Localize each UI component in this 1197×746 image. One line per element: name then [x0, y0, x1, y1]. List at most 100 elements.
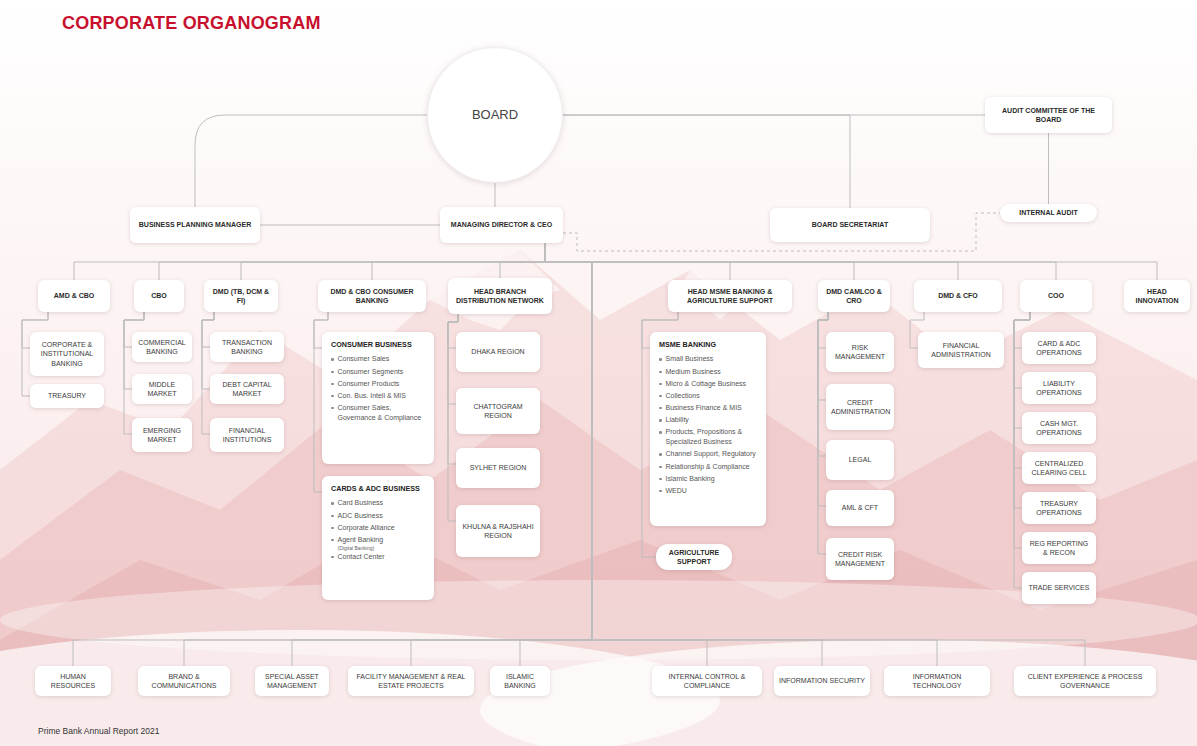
box-label: INFORMATION TECHNOLOGY: [889, 672, 985, 690]
list-item: Medium Business: [666, 367, 721, 377]
bullet-dot: [331, 371, 334, 374]
org-box: FINANCIAL ADMINISTRATION: [918, 332, 1004, 368]
list-row: Consumer Sales: [331, 354, 425, 364]
list-row: ADC Business: [331, 511, 425, 521]
org-box: COMMERCIAL BANKING: [132, 332, 192, 362]
org-box: INFORMATION SECURITY: [774, 666, 870, 696]
org-box: CREDIT RISK MANAGEMENT: [826, 538, 894, 580]
org-box: LIABILITY OPERATIONS: [1022, 372, 1096, 404]
list-heading: CONSUMER BUSINESS: [331, 340, 425, 349]
org-box: SPECIAL ASSET MANAGEMENT: [255, 666, 329, 696]
box-label: MANAGING DIRECTOR & CEO: [445, 220, 558, 229]
box-label: SYLHET REGION: [461, 463, 535, 472]
list-item: WEDU: [666, 486, 687, 496]
connector-line: [159, 243, 545, 280]
list-row: Products, Propositions & Specialized Bus…: [659, 427, 757, 447]
connector-line: [292, 243, 592, 666]
bullet-dot: [331, 515, 334, 518]
list-row: Collections: [659, 391, 757, 401]
list-item: Micro & Cottage Business: [666, 379, 747, 389]
connector-line: [563, 115, 850, 208]
chart-title: CORPORATE ORGANOGRAM: [62, 13, 321, 34]
bullet-dot: [659, 395, 662, 398]
org-box: FINANCIAL INSTITUTIONS: [210, 418, 284, 452]
list-row: Corporate Alliance: [331, 523, 425, 533]
list-item: Business Finance & MIS: [666, 403, 742, 413]
connector-line: [563, 115, 985, 116]
box-label: CHATTOGRAM REGION: [461, 402, 535, 420]
org-box: INTERNAL CONTROL & COMPLIANCE: [652, 666, 762, 696]
head-box: HEAD BRANCH DISTRIBUTION NETWORK: [448, 278, 552, 314]
bullet-dot: [331, 556, 334, 559]
org-box: BOARD SECRETARIAT: [770, 208, 930, 242]
bullet-dot: [659, 407, 662, 410]
report-caption: Prime Bank Annual Report 2021: [38, 726, 159, 736]
list-row: Contact Center: [331, 552, 425, 562]
circle-shape: [428, 48, 563, 183]
connector-line: [1048, 133, 1049, 204]
org-box: CLIENT EXPERIENCE & PROCESS GOVERNANCE: [1014, 666, 1156, 696]
org-box: TRADE SERVICES: [1022, 572, 1096, 604]
org-box: DHAKA REGION: [456, 332, 540, 372]
bullet-dot: [659, 466, 662, 469]
box-label: BRAND & COMMUNICATIONS: [143, 672, 225, 690]
box-label: CLIENT EXPERIENCE & PROCESS GOVERNANCE: [1019, 672, 1151, 690]
box-label: CARD & ADC OPERATIONS: [1027, 339, 1091, 357]
box-label: LEGAL: [831, 455, 889, 464]
head-box: HEAD INNOVATION: [1124, 280, 1190, 312]
org-box: KHULNA & RAJSHAHI REGION: [456, 505, 540, 557]
connector-line: [545, 243, 822, 666]
org-box: INFORMATION TECHNOLOGY: [884, 666, 990, 696]
bullet-dot: [659, 371, 662, 374]
box-label: ISLAMIC BANKING: [495, 672, 545, 690]
box-label: AGRICULTURE SUPPORT: [661, 548, 727, 566]
head-box: DMD CAMLCO & CRO: [818, 280, 890, 312]
list-row: Medium Business: [659, 367, 757, 377]
list-item: Relationship & Compliance: [666, 462, 750, 472]
list-item: Channel Support, Regulatory: [666, 449, 756, 459]
list-item: Consumer Sales: [338, 354, 390, 364]
list-row: Consumer Segments: [331, 367, 425, 377]
connector-line: [260, 225, 440, 226]
org-box: AUDIT COMMITTEE OF THE BOARD: [985, 97, 1112, 133]
list-box: MSME BANKINGSmall BusinessMedium Busines…: [650, 332, 766, 526]
bullet-dot: [659, 478, 662, 481]
board-circle: BOARD: [427, 47, 563, 183]
list-row: Card Business: [331, 498, 425, 508]
box-label: FINANCIAL INSTITUTIONS: [215, 426, 279, 444]
list-item: Contact Center: [338, 552, 385, 562]
connector-line: [195, 115, 427, 207]
org-box: TRANSACTION BANKING: [210, 332, 284, 362]
list-note: (Digital Banking): [331, 545, 425, 551]
org-box: CREDIT ADMINISTRATION: [826, 384, 894, 430]
box-label: DMD & CBO CONSUMER BANKING: [323, 287, 421, 305]
list-row: Consumer Sales, Governance & Compliance: [331, 403, 425, 423]
box-label: INTERNAL CONTROL & COMPLIANCE: [657, 672, 757, 690]
bullet-dot: [659, 453, 662, 456]
box-label: DMD & CFO: [919, 291, 997, 300]
list-item: Consumer Segments: [338, 367, 404, 377]
list-item: Collections: [666, 391, 700, 401]
org-box: CENTRALIZED CLEARING CELL: [1022, 452, 1096, 484]
list-item: Products, Propositions & Specialized Bus…: [666, 427, 758, 447]
bullet-dot: [331, 395, 334, 398]
connector-line: [1014, 312, 1030, 428]
connector-line: [184, 243, 592, 666]
box-label: LIABILITY OPERATIONS: [1027, 379, 1091, 397]
box-label: SPECIAL ASSET MANAGEMENT: [260, 672, 324, 690]
list-box: CARDS & ADC BUSINESSCard BusinessADC Bus…: [322, 476, 434, 600]
list-item: Corporate Alliance: [338, 523, 395, 533]
box-label: CORPORATE & INSTITUTIONAL BANKING: [35, 340, 99, 367]
org-box: BUSINESS PLANNING MANAGER: [130, 207, 260, 243]
box-label: RISK MANAGEMENT: [831, 343, 889, 361]
box-label: KHULNA & RAJSHAHI REGION: [461, 522, 535, 540]
head-box: DMD (TB, DCM & FI): [204, 280, 278, 312]
org-box: ISLAMIC BANKING: [490, 666, 550, 696]
box-label: COMMERCIAL BANKING: [137, 338, 187, 356]
org-box: AGRICULTURE SUPPORT: [656, 544, 732, 570]
bullet-dot: [331, 407, 334, 410]
connector-line: [495, 183, 496, 207]
box-label: MIDDLE MARKET: [137, 380, 187, 398]
bullet-dot: [659, 431, 662, 434]
